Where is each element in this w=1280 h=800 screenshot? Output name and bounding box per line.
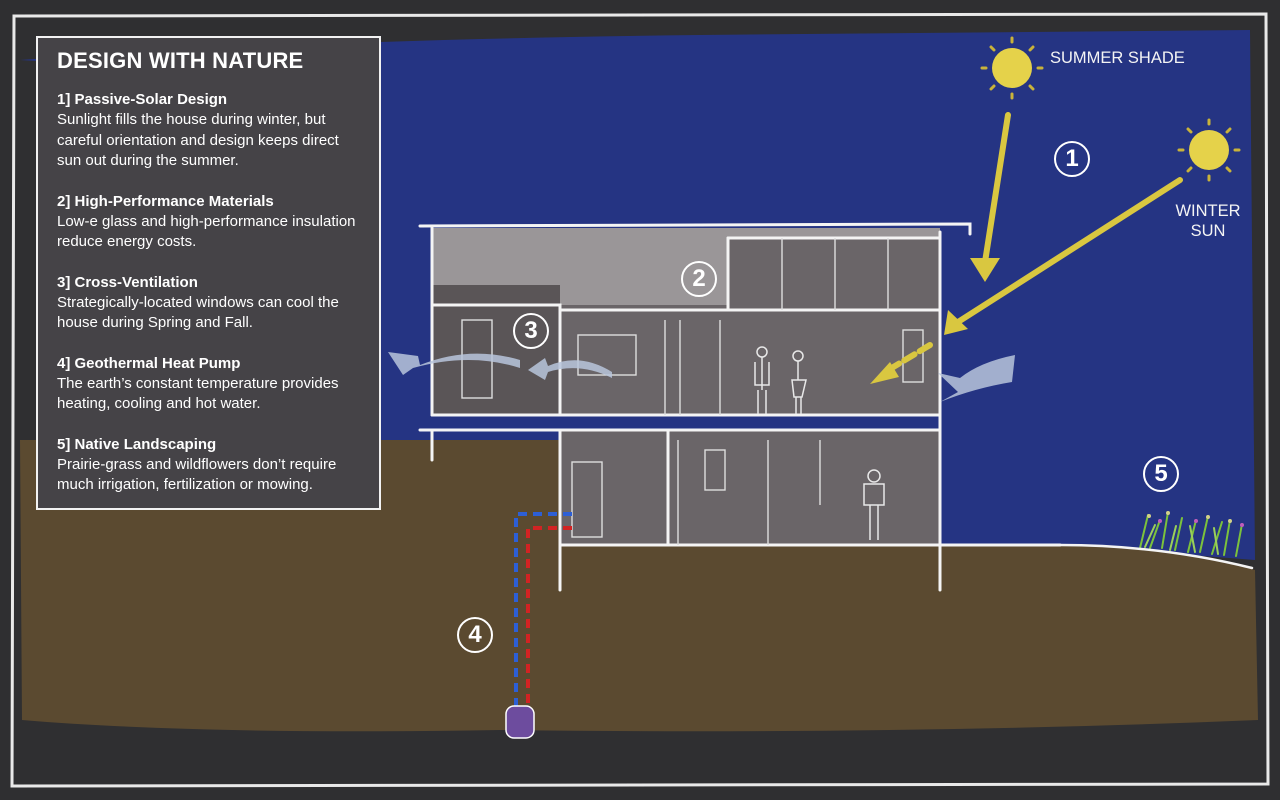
item-text: Prairie-grass and wildflowers don’t requ… [57, 455, 337, 494]
callout-3: 3 [513, 313, 549, 349]
callout-4: 4 [457, 617, 493, 653]
item-text: The earth’s constant temperature provide… [57, 374, 339, 413]
grass-icon [1058, 511, 1254, 570]
list-item: 4] Geothermal Heat Pump The earth’s cons… [57, 354, 367, 415]
callout-5: 5 [1143, 456, 1179, 492]
panel-title: DESIGN WITH NATURE [57, 48, 304, 73]
item-text: Strategically-located windows can cool t… [57, 293, 339, 332]
person-icon [754, 346, 885, 540]
sun-ray-arrowheads [870, 258, 1000, 384]
house-section [418, 222, 1062, 592]
summer-shade-label: SUMMER SHADE [1050, 49, 1185, 67]
winter-sun-label-line1: WINTER [1175, 202, 1241, 220]
heat-exchanger [505, 705, 535, 739]
airflow-arrow-icon [388, 352, 1015, 402]
winter-sun-label: WINTER SUN [1170, 201, 1246, 241]
summer-sun-icon [980, 36, 1044, 100]
item-heading: 4] Geothermal Heat Pump [57, 354, 241, 372]
callout-2: 2 [681, 261, 717, 297]
geothermal-loop [514, 512, 572, 708]
info-panel: DESIGN WITH NATURE 1] Passive-Solar Desi… [36, 36, 381, 510]
item-heading: 2] High-Performance Materials [57, 192, 274, 210]
chalk-frame [10, 12, 1270, 788]
item-heading: 5] Native Landscaping [57, 435, 217, 453]
winter-sun-label-line2: SUN [1190, 222, 1226, 240]
list-item: 1] Passive-Solar Design Sunlight fills t… [57, 90, 367, 172]
item-heading: 3] Cross-Ventilation [57, 273, 198, 291]
winter-sun-icon [1177, 118, 1241, 182]
item-text: Sunlight fills the house during winter, … [57, 111, 339, 169]
list-item: 3] Cross-Ventilation Strategically-locat… [57, 273, 367, 334]
callout-1: 1 [1054, 141, 1090, 177]
item-text: Low-e glass and high-performance insulat… [57, 212, 356, 251]
ground [20, 440, 1258, 732]
item-heading: 1] Passive-Solar Design [57, 91, 228, 108]
list-item: 5] Native Landscaping Prairie-grass and … [57, 435, 367, 496]
list-item: 2] High-Performance Materials Low-e glas… [57, 192, 367, 253]
